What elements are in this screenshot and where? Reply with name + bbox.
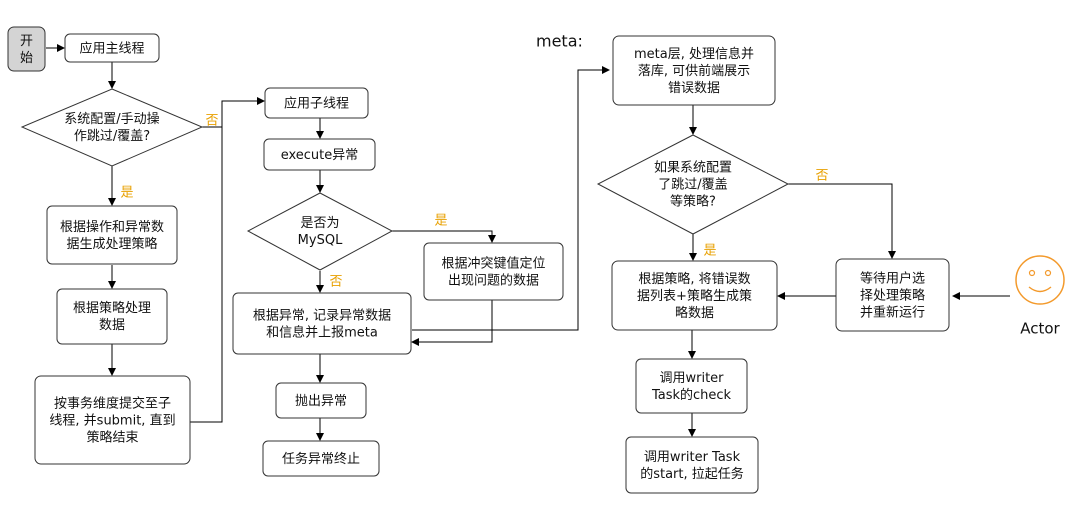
decision-mysql-yes-label: 是 (434, 214, 447, 229)
decision-skip-label: 系统配置/手动操作跳过/覆盖? (64, 111, 159, 144)
start-label: 开始 (20, 34, 33, 66)
execute-exception-label: execute异常 (281, 148, 359, 163)
actor-right-eye (1044, 269, 1052, 277)
actor-left-eye (1028, 269, 1036, 277)
edge-decision-no (202, 97, 265, 128)
throw-label: 抛出异常 (295, 394, 347, 409)
call-start-node (625, 436, 759, 494)
actor-label: Actor (1020, 320, 1060, 338)
meta-layer-label: meta层, 处理信息并落库, 可供前端展示错误数据 (634, 46, 754, 96)
start-node (7, 26, 46, 72)
decision-skip-yes-label: 是 (120, 186, 133, 201)
decision-configured-label: 如果系统配置了跳过/覆盖等策略? (654, 160, 732, 210)
throw-node (275, 382, 367, 419)
sub-thread-label: 应用子线程 (284, 96, 349, 112)
gen-strategy-node (46, 205, 178, 265)
decision-skip-no-label: 否 (205, 114, 218, 129)
decision-mysql-node (246, 192, 394, 271)
meta-layer-node (612, 35, 776, 106)
record-report-node (232, 292, 412, 355)
wait-user-node (835, 258, 950, 332)
edge-submit-to-sub (190, 127, 223, 423)
actor-smile (1028, 286, 1052, 293)
main-thread-label: 应用主线程 (79, 41, 144, 57)
edge-mysql-yes (390, 230, 496, 243)
wait-user-label: 等待用户选择处理策略并重新运行 (860, 271, 925, 321)
edge-locate-to-record (411, 300, 493, 346)
call-check-node (635, 358, 748, 414)
record-report-label: 根据异常, 记录异常数据和信息并上报meta (253, 309, 391, 341)
execute-exception-node (263, 138, 376, 171)
terminate-label: 任务异常终止 (282, 451, 360, 467)
locate-data-label: 根据冲突键值定位出现问题的数据 (441, 256, 545, 289)
actor-face (1015, 255, 1065, 305)
submit-node (34, 375, 191, 465)
gen-strategy-label: 根据操作和异常数据生成处理策略 (60, 219, 164, 252)
main-thread-node (64, 33, 160, 63)
actor-icon (1015, 255, 1065, 305)
connectors (46, 44, 1010, 441)
process-data-label: 根据策略处理数据 (73, 300, 151, 333)
right-gen-strategy-label: 根据策略, 将错误数据列表+策略生成策略数据 (637, 271, 752, 321)
terminate-node (262, 440, 380, 477)
locate-data-node (423, 242, 564, 301)
decision-mysql-no-label: 否 (329, 275, 342, 290)
sub-thread-node (264, 87, 369, 119)
edge-configured-no (788, 183, 896, 259)
decision-configured-node (596, 134, 790, 235)
meta-title: meta: (536, 32, 583, 51)
decision-configured-yes-label: 是 (703, 244, 716, 259)
submit-label: 按事务维度提交至子线程, 并submit, 直到策略结束 (49, 396, 175, 446)
process-data-node (56, 288, 168, 345)
edge-record-to-meta (412, 66, 610, 331)
right-gen-strategy-node (611, 260, 778, 331)
decision-configured-no-label: 否 (815, 169, 828, 184)
decision-skip-node (20, 88, 204, 167)
